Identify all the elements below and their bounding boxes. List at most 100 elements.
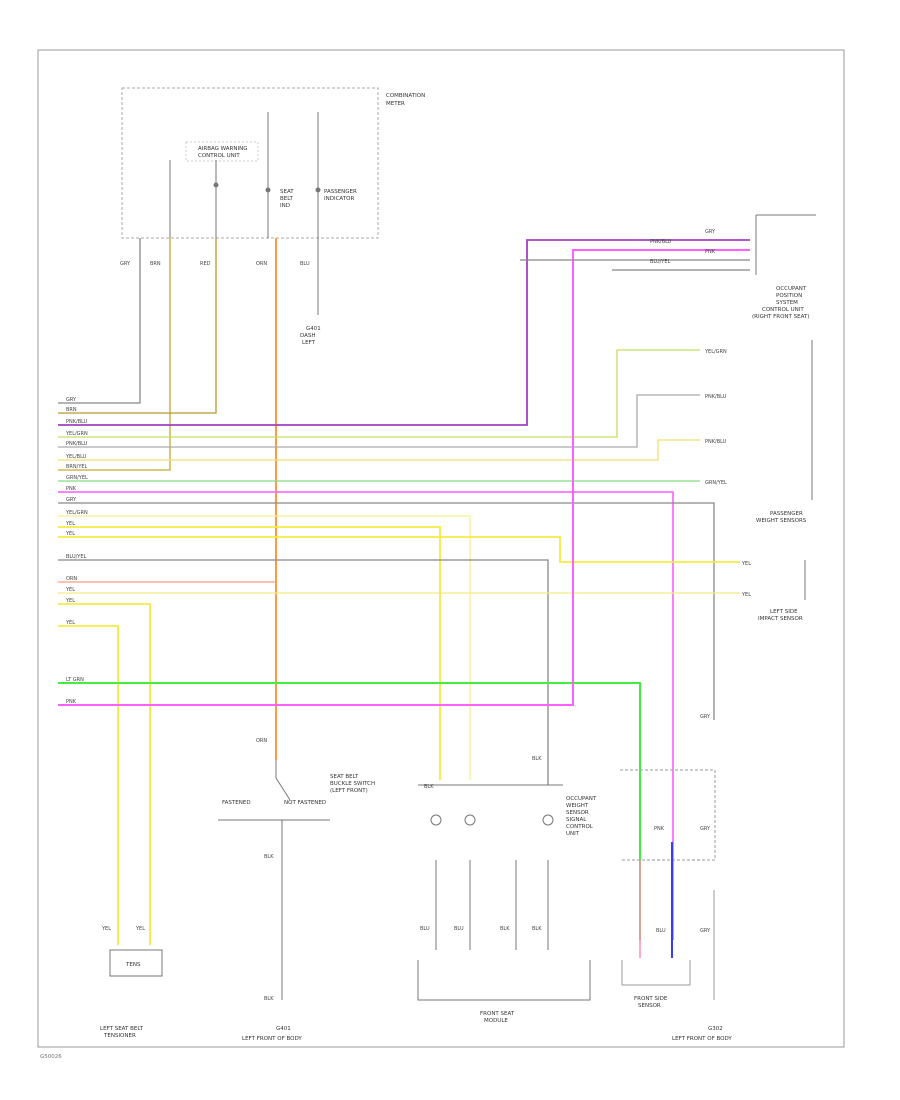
- right-label-10: YEL: [741, 592, 751, 598]
- bottom-label-11: GRY: [700, 826, 711, 832]
- row-label-12: YEL: [65, 521, 75, 527]
- row-label-8: GRN/YEL: [66, 475, 88, 481]
- ground-left-label-2: LEFT FRONT OF BODY: [242, 1036, 302, 1042]
- buckle-switch-label-3: (LEFT FRONT): [330, 788, 368, 794]
- meter-internal-lines: [169, 112, 321, 238]
- combination-meter-box: [121, 87, 379, 239]
- diagram-code: G50026: [40, 1054, 62, 1060]
- seat-belt-indicator-label-2: BELT: [280, 196, 294, 202]
- diagram-border: [37, 49, 845, 1048]
- indicator-control-label-1: AIRBAG WARNING: [198, 146, 248, 152]
- top-pin-red: RED: [200, 261, 211, 267]
- row-label-6: YEL/BLU: [65, 454, 87, 460]
- seat-belt-indicator-label-1: SEAT: [280, 189, 294, 195]
- ground-top-label-1: G401: [306, 326, 321, 332]
- passenger-sensor-switch-label-5: CONTROL: [566, 824, 594, 830]
- right-label-9: YEL: [741, 561, 751, 567]
- passenger-seat-sensor-label-2: WEIGHT SENSORS: [756, 518, 807, 524]
- row-label-10: GRY: [66, 497, 77, 503]
- front-side-sensor-label-1: FRONT SIDE: [634, 996, 668, 1002]
- right-label-6: PNK/BLU: [705, 394, 727, 400]
- row-label-20: PNK: [66, 699, 77, 705]
- occupant-sensor-label-5: (RIGHT FRONT SEAT): [752, 314, 809, 320]
- bottom-label-10: GRY: [700, 714, 711, 720]
- buckle-switch-symbol: [218, 760, 330, 1000]
- row-label-14: BLU/YEL: [66, 554, 87, 560]
- indicator-control-box: [185, 141, 259, 162]
- row-label-17: YEL: [65, 598, 75, 604]
- passenger-seat-sensor-label-1: PASSENGER: [770, 511, 803, 517]
- row-label-19: LT GRN: [66, 677, 84, 683]
- not-fastened-label: NOT FASTENED: [284, 800, 326, 806]
- passenger-sensor-switch-label-6: UNIT: [566, 831, 580, 837]
- tensioner-box-label: TENS: [125, 962, 141, 968]
- fastened-label: FASTENED: [222, 800, 251, 806]
- indicator-control-label-2: CONTROL UNIT: [198, 153, 240, 159]
- right-label-8: GRN/YEL: [705, 480, 727, 486]
- front-seat-module-label-2: MODULE: [484, 1018, 508, 1024]
- bottom-label-1: ORN: [256, 738, 267, 744]
- ground-left-label-1: G401: [276, 1026, 291, 1032]
- ground-right-label-1: G302: [708, 1026, 723, 1032]
- top-pin-orn: ORN: [256, 261, 267, 267]
- bottom-label-4: YEL: [101, 926, 111, 932]
- row-label-2: BRN: [66, 407, 77, 413]
- right-label-5: YEL/GRN: [704, 349, 727, 355]
- occupant-sensor-label-4: CONTROL UNIT: [762, 307, 804, 313]
- row-label-9: PNK: [66, 486, 77, 492]
- left-side-sensor-label-2: IMPACT SENSOR: [758, 616, 803, 622]
- passenger-sensor-switch-label-4: SIGNAL: [566, 817, 587, 823]
- row-label-5: PNK/BLU: [66, 441, 88, 447]
- top-pin-brn: BRN: [150, 261, 161, 267]
- tensioner-label-1: LEFT SEAT BELT: [100, 1026, 144, 1032]
- bottom-label-13: BLU: [656, 928, 666, 934]
- bottom-label-6: BLU: [420, 926, 430, 932]
- top-pin-gry: GRY: [120, 261, 131, 267]
- front-seat-module-label-1: FRONT SEAT: [480, 1011, 515, 1017]
- right-label-7: PNK/BLU: [705, 439, 727, 445]
- row-label-3: PNK/BLU: [66, 419, 88, 425]
- front-side-sensor-symbol: [620, 769, 716, 1000]
- row-label-4: YEL/GRN: [65, 431, 88, 437]
- occupant-sensor-label-3: SYSTEM: [776, 300, 798, 306]
- bottom-label-8: BLK: [500, 926, 510, 932]
- bottom-label-15: BLK: [424, 784, 434, 790]
- top-pin-blu: BLU: [300, 261, 310, 267]
- row-label-18: YEL: [65, 620, 75, 626]
- ground-right-label-2: LEFT FRONT OF BODY: [672, 1036, 732, 1042]
- tensioner-box: [109, 949, 163, 977]
- bus-wires: [58, 239, 750, 945]
- buckle-switch-label-1: SEAT BELT: [330, 774, 359, 780]
- passenger-indicator-label-2: INDICATOR: [324, 196, 354, 202]
- passenger-sensor-switch-label-1: OCCUPANT: [566, 796, 597, 802]
- passenger-indicator-label-1: PASSENGER: [324, 189, 357, 195]
- bottom-label-5: YEL: [135, 926, 145, 932]
- right-label-4: BLU/YEL: [650, 259, 671, 265]
- row-label-11: YEL/GRN: [65, 510, 88, 516]
- bottom-label-12: PNK: [654, 826, 665, 832]
- occupant-sensor-label-2: POSITION: [776, 293, 802, 299]
- passenger-sensor-switch-label-3: SENSOR: [566, 810, 589, 816]
- bottom-label-16: BLK: [532, 756, 542, 762]
- row-label-13: YEL: [65, 531, 75, 537]
- right-label-1: GRY: [705, 229, 716, 235]
- row-label-1: GRY: [66, 397, 77, 403]
- bottom-label-3: BLK: [264, 996, 274, 1002]
- passenger-sensor-switch-label-2: WEIGHT: [566, 803, 589, 809]
- bottom-label-2: BLK: [264, 854, 274, 860]
- row-label-7: BRN/YEL: [66, 464, 88, 470]
- right-label-3: PNK: [705, 249, 716, 255]
- bottom-label-14: GRY: [700, 928, 711, 934]
- tensioner-label-2: TENSIONER: [103, 1033, 136, 1039]
- right-component-brackets: [755, 214, 816, 600]
- ground-top-label-2: DASH: [300, 333, 316, 339]
- combination-meter-label-1: COMBINATION: [386, 93, 425, 99]
- row-label-16: YEL: [65, 587, 75, 593]
- right-label-2: PNK/BLU: [650, 239, 672, 245]
- front-seat-module-symbol: [417, 784, 591, 1001]
- row-label-15: ORN: [66, 576, 77, 582]
- occupant-sensor-label-1: OCCUPANT: [776, 286, 807, 292]
- combination-meter-label-2: METER: [386, 101, 405, 107]
- feeder-wires: [58, 238, 277, 760]
